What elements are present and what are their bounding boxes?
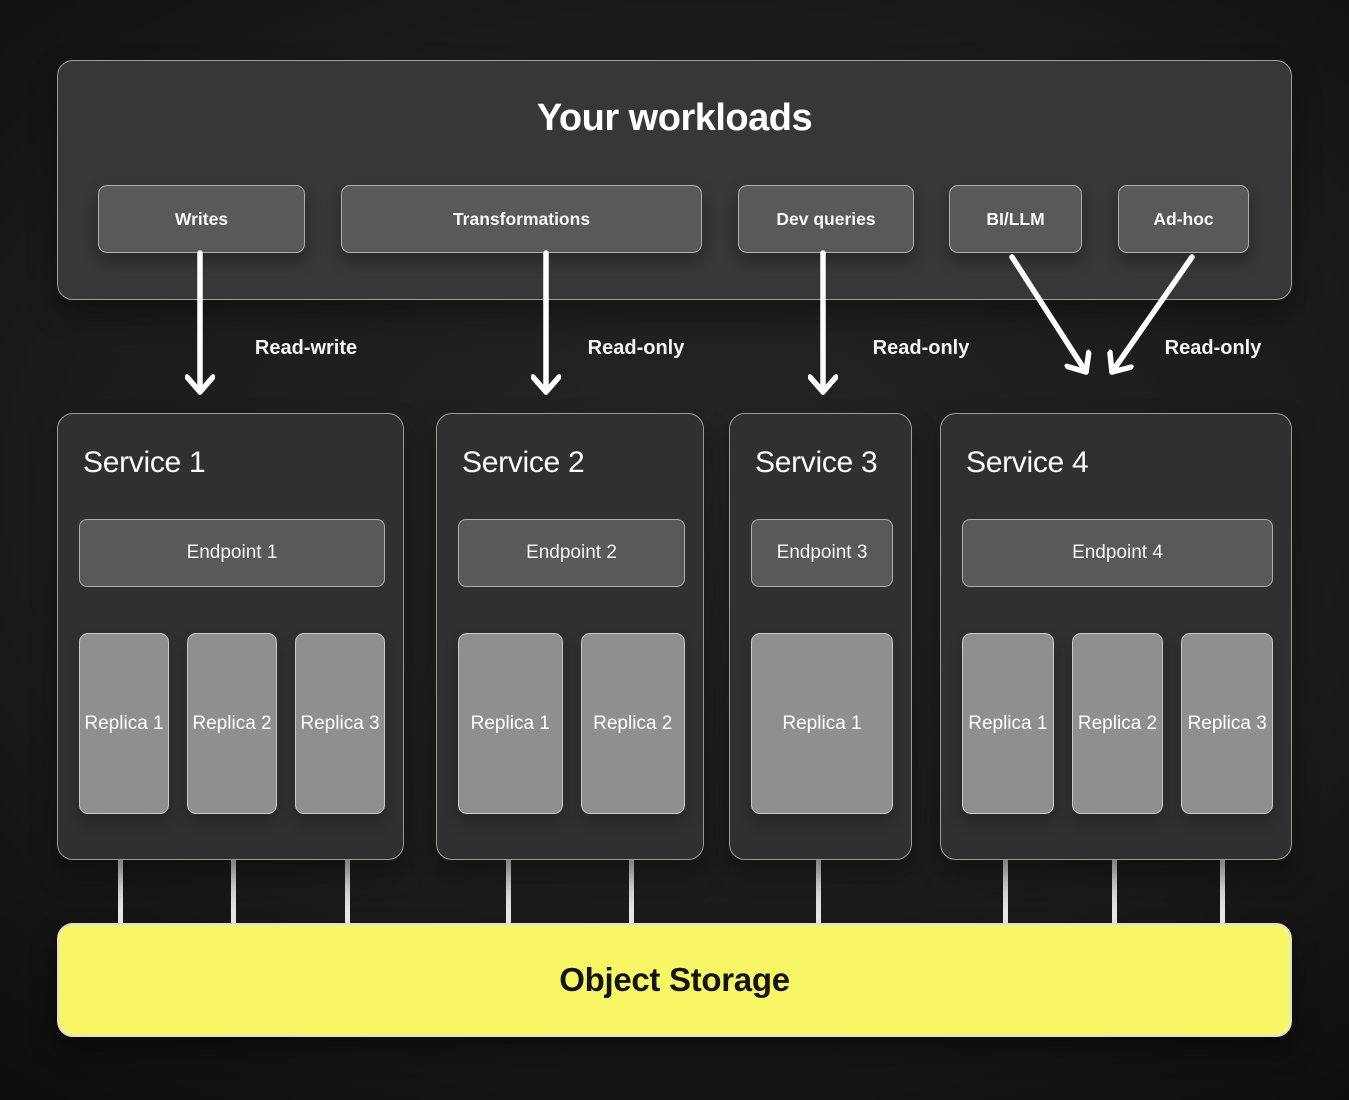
workloads-title: Your workloads	[536, 97, 813, 139]
connector-line	[1112, 859, 1117, 925]
replica-box: Replica 2	[187, 633, 277, 814]
replica-box: Replica 2	[1071, 633, 1164, 814]
connector-line	[1003, 859, 1008, 925]
service-title: Service 3	[755, 446, 878, 479]
flow-label-read-write: Read-write	[254, 337, 358, 359]
connector-line	[231, 859, 236, 925]
connector-line	[118, 859, 123, 925]
replica-box: Replica 1	[751, 633, 893, 814]
service-title: Service 4	[966, 446, 1089, 479]
workload-chip-writes: Writes	[98, 185, 305, 253]
connector-line	[816, 859, 821, 925]
endpoint-box: Endpoint 4	[962, 519, 1273, 587]
replicas-row: Replica 1	[751, 633, 893, 814]
flow-label-read-only-2: Read-only	[872, 337, 970, 359]
object-storage-bar: Object Storage	[57, 923, 1292, 1037]
workloads-panel: Your workloads Writes Transformations De…	[57, 60, 1292, 300]
endpoint-box: Endpoint 3	[751, 519, 893, 587]
replica-box: Replica 1	[79, 633, 169, 814]
replica-box: Replica 3	[1181, 633, 1274, 814]
connector-line	[345, 859, 350, 925]
flow-label-read-only-1: Read-only	[587, 337, 685, 359]
workload-chip-bi-llm: BI/LLM	[949, 185, 1082, 253]
service-2-box: Service 2 Endpoint 2 Replica 1 Replica 2	[436, 413, 704, 860]
workload-chip-ad-hoc: Ad-hoc	[1118, 185, 1249, 253]
connector-line	[1220, 859, 1225, 925]
service-1-box: Service 1 Endpoint 1 Replica 1 Replica 2…	[57, 413, 404, 860]
connector-line	[506, 859, 511, 925]
endpoint-box: Endpoint 2	[458, 519, 685, 587]
replicas-row: Replica 1 Replica 2	[458, 633, 685, 814]
object-storage-label: Object Storage	[559, 961, 790, 998]
connector-line	[629, 859, 634, 925]
replicas-row: Replica 1 Replica 2 Replica 3	[79, 633, 385, 814]
workload-chip-dev-queries: Dev queries	[738, 185, 914, 253]
replica-box: Replica 3	[295, 633, 385, 814]
replicas-row: Replica 1 Replica 2 Replica 3	[962, 633, 1274, 814]
flow-label-read-only-3: Read-only	[1164, 337, 1262, 359]
replica-box: Replica 1	[962, 633, 1054, 814]
service-3-box: Service 3 Endpoint 3 Replica 1	[729, 413, 912, 860]
replica-box: Replica 1	[458, 633, 563, 814]
service-title: Service 2	[462, 446, 585, 479]
service-title: Service 1	[83, 446, 206, 479]
endpoint-box: Endpoint 1	[79, 519, 385, 587]
replica-box: Replica 2	[580, 633, 685, 814]
workload-chip-transformations: Transformations	[341, 185, 702, 253]
service-4-box: Service 4 Endpoint 4 Replica 1 Replica 2…	[940, 413, 1292, 860]
